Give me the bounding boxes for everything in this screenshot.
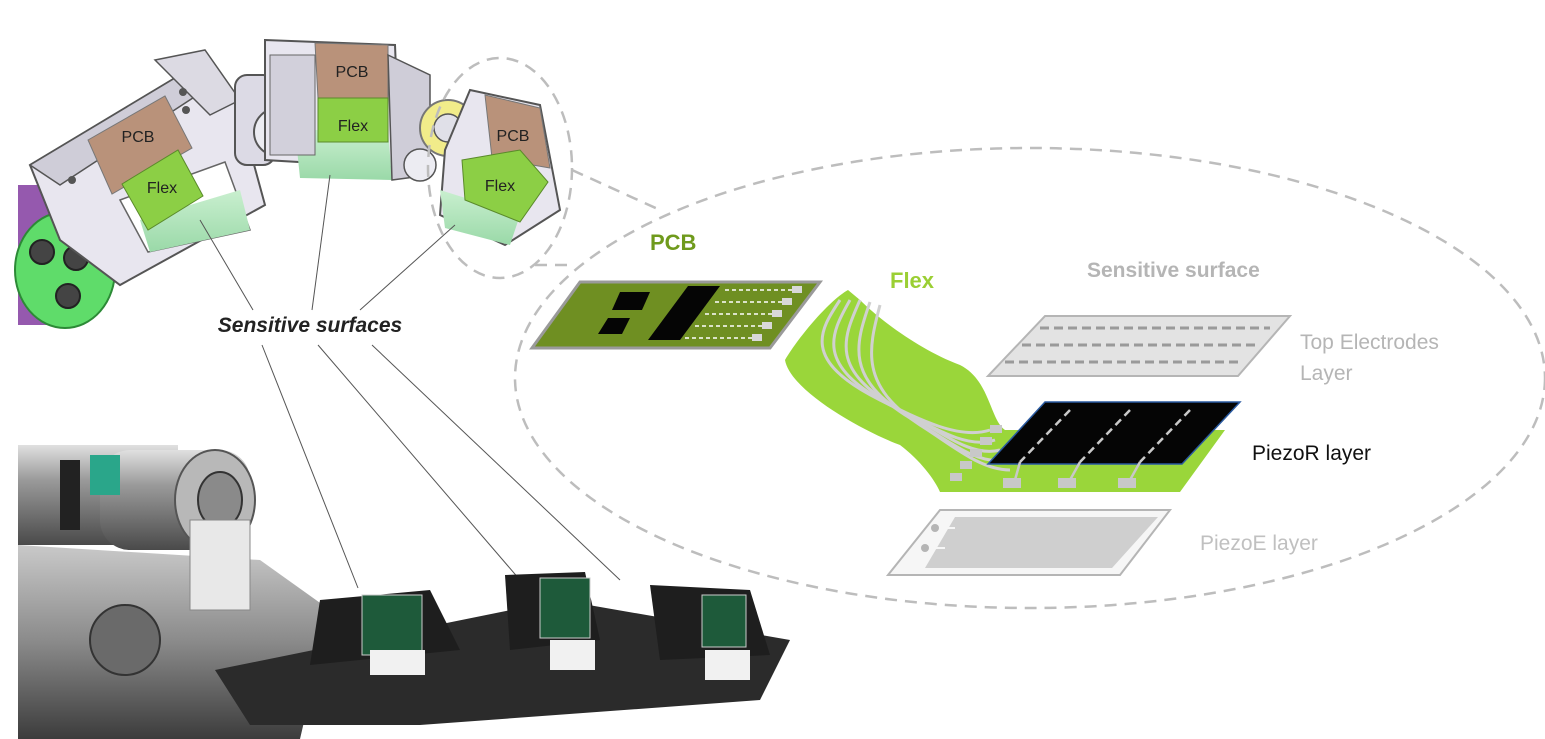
piezoe-layer-label: PiezoE layer: [1200, 532, 1318, 555]
cad-finger-model: PCB Flex PCB Flex PCB Flex: [14, 38, 562, 329]
pcb-label-3: PCB: [497, 128, 530, 145]
leader-lines: [199, 174, 621, 589]
bolt-icon: [29, 239, 55, 265]
pcb-patch-3: [484, 94, 551, 169]
bolt-icon: [55, 283, 81, 309]
flex-patch-3: [461, 149, 549, 223]
zoom-connector-top: [571, 168, 661, 212]
robot-finger-photo: [18, 445, 790, 739]
piezor-layer-label: PiezoR layer: [1252, 442, 1371, 465]
finger-segment-3: [438, 88, 562, 247]
top-electrodes-label: Top Electrodes: [1300, 331, 1439, 354]
flex-label-3: Flex: [485, 178, 515, 195]
finger-segment-2: [264, 38, 431, 181]
flex-label-2: Flex: [338, 118, 368, 135]
pcb-label-2: PCB: [336, 64, 369, 81]
fingertip-highlight-circle: [426, 56, 574, 280]
top-electrodes-layer: [985, 315, 1293, 377]
top-electrodes-label-line2: Layer: [1300, 362, 1353, 385]
flex-patch-1: [121, 149, 204, 231]
piezoe-layer: [885, 509, 1173, 576]
pcb-label-1: PCB: [122, 129, 155, 146]
piezor-layer: [986, 401, 1242, 488]
pcb-title: PCB: [650, 230, 696, 255]
sensitive-surface-title: Sensitive surface: [1087, 259, 1260, 282]
exploded-view-ellipse: [513, 146, 1545, 610]
pcb-board: [529, 280, 824, 350]
finger-segment-1: [28, 49, 267, 287]
pcb-patch-1: [87, 95, 193, 195]
flex-patch-2: [317, 97, 389, 143]
flex-label-1: Flex: [147, 180, 177, 197]
sensitive-surfaces-label: Sensitive surfaces: [218, 314, 402, 337]
flex-title: Flex: [890, 268, 935, 293]
